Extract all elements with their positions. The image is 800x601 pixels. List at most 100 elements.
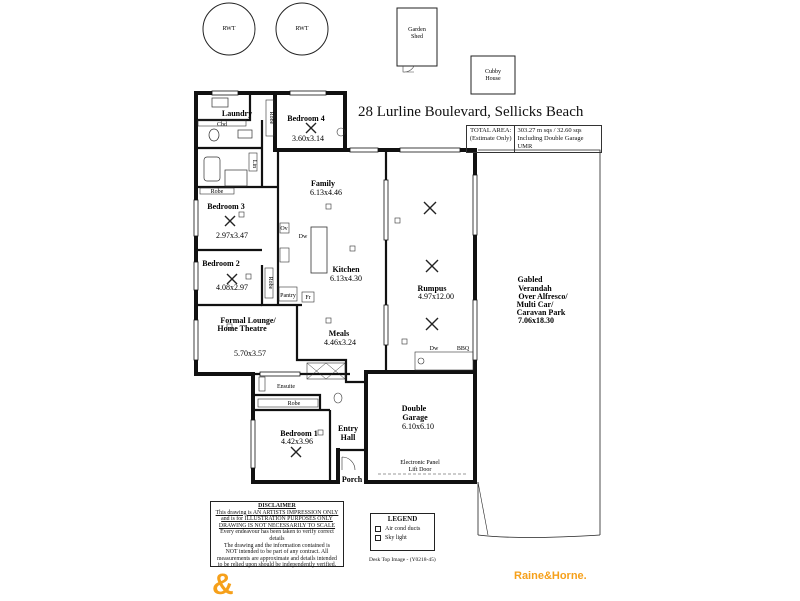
robe-b2-label: Robe (267, 277, 273, 290)
bedroom2-name: Bedroom 2 (202, 259, 239, 268)
family-name: Family (311, 179, 335, 188)
kitchen-name: Kitchen (332, 265, 360, 274)
cubby-label-1: Cubby (485, 69, 501, 75)
garage-name-1: Double (402, 404, 427, 413)
fridge (301, 291, 315, 303)
kitchen-island (310, 226, 328, 274)
garden-shed-label-1: Garden (408, 27, 426, 33)
bedroom1-name: Bedroom 1 (280, 429, 317, 438)
meals-cupboards-cross (306, 362, 346, 380)
garden-shed-label-2: Shed (411, 34, 423, 40)
legend-title: LEGEND (387, 515, 418, 523)
disclaimer-line-8: to be relied upon should be independentl… (217, 562, 337, 569)
disclaimer-line-2: and is for ILLUSTRATION PURPOSES ONLY (221, 516, 333, 523)
fr-label: Fr (305, 295, 310, 301)
vanity (237, 129, 253, 139)
meals-name: Meals (329, 329, 349, 338)
air-cond-ducts (226, 203, 408, 436)
shower (224, 169, 248, 187)
legend-box: LEGEND Air cond ducts Sky light (370, 513, 435, 551)
entry-name-2: Hall (341, 433, 356, 442)
garage-name-2: Garage (402, 413, 428, 422)
verandah-name-2: Verandah (518, 284, 552, 293)
legend-item1-label: Air cond ducts (385, 526, 421, 532)
bathtub (203, 156, 221, 182)
rumpus-name: Rumpus (418, 284, 447, 293)
disclaimer-line-1: This drawing is AN ARTISTS IMPRESSION ON… (215, 509, 339, 516)
raine-horne-logo: Raine&Horne. (514, 570, 587, 582)
toilet (208, 128, 220, 142)
cubby-house (470, 55, 516, 95)
ov-label: Ov (280, 226, 287, 232)
ampersand-logo: & (212, 568, 234, 601)
robe-bedroom4 (265, 99, 275, 137)
electronic-panel-label: Electronic Panel (400, 460, 440, 466)
entry-name-1: Entry (338, 424, 358, 433)
garden-shed (396, 7, 438, 67)
rumpus-size: 4.97x12.00 (418, 292, 454, 301)
total-area-box: TOTAL AREA: (Estimate Only) 303.27 m sqs… (466, 125, 602, 153)
lift-door-label: Lift Door (409, 466, 432, 473)
total-area-value: 303.27 m sqs / 32.60 sqs (517, 127, 582, 134)
oven (279, 222, 290, 234)
lin-label: Lin (251, 160, 257, 168)
disclaimer-line-5: The drawing and the information containe… (224, 542, 330, 549)
desk-top-image-ref: Desk Top Image - (Y0218-45) (369, 557, 436, 563)
air-cond-duct-icon (375, 526, 381, 532)
legend-item-sky-light: Sky light (375, 535, 430, 541)
ceiling-fans (224, 122, 439, 458)
robe-bedroom2 (264, 267, 274, 299)
rwt-label-1: RWT (223, 26, 236, 32)
total-area-value-cell: 303.27 m sqs / 32.60 sqs Including Doubl… (515, 126, 601, 152)
robe-b4-label: Robe (268, 112, 274, 125)
disclaimer-box: DISCLAIMER This drawing is AN ARTISTS IM… (210, 501, 344, 569)
bedroom2-size: 4.08x2.97 (216, 283, 248, 292)
bedroom1-size: 4.42x3.96 (281, 437, 313, 446)
verandah-name-5: Caravan Park (517, 308, 566, 317)
bedroom3-name: Bedroom 3 (207, 202, 244, 211)
bbq-label: BBQ (457, 346, 470, 352)
total-area-label: TOTAL AREA: (470, 127, 512, 134)
verandah-name-4: Multi Car/ (517, 300, 554, 309)
disclaimer-line-7: measurements are approximate and details… (217, 555, 337, 562)
total-area-label-cell: TOTAL AREA: (Estimate Only) (467, 126, 516, 152)
garden-shed-door (402, 65, 415, 73)
cupboard (197, 119, 247, 127)
dw-kitchen-label: Dw (299, 234, 308, 240)
dw-rumpus-label: Dw (430, 346, 439, 352)
disclaimer-line-4: Every endeavour has been taken to verify… (220, 529, 334, 542)
verandah-name-3: Over Alfresco/ (518, 292, 568, 301)
sky-light-icon (375, 535, 381, 541)
bedroom4-name: Bedroom 4 (287, 114, 324, 123)
linen-cupboard (248, 152, 258, 172)
rumpus-bench (414, 351, 474, 371)
family-size: 6.13x4.46 (310, 188, 342, 197)
page-title: 28 Lurline Boulevard, Sellicks Beach (358, 104, 584, 120)
verandah-name-1: Gabled (518, 275, 543, 284)
disclaimer-line-6: NOT intended to be part of any contract.… (225, 549, 329, 556)
verandah-arc (477, 534, 601, 538)
lounge-name-1: Formal Lounge/ (220, 316, 276, 325)
entry-door (341, 456, 356, 471)
legend-item-air-cond: Air cond ducts (375, 526, 430, 532)
laundry-tub (211, 97, 229, 108)
bedroom3-size: 2.97x3.47 (216, 231, 248, 240)
pantry-label: Pantry (280, 293, 296, 299)
robe-b3-label: Robe (211, 189, 224, 195)
laundry-label: Laundry (222, 109, 252, 118)
ensuite-vanity (258, 376, 266, 392)
cooktop (279, 247, 290, 263)
hws-marker (336, 127, 346, 137)
disclaimer-line-3: DRAWING IS NOT NECESSARILY TO SCALE (218, 522, 336, 529)
rumpus-sink (417, 357, 425, 365)
meals-size: 4.46x3.24 (324, 338, 356, 347)
robe-bedroom1 (257, 398, 319, 408)
robe-bedroom3 (199, 187, 235, 195)
rainwater-tank-2 (275, 2, 329, 56)
verandah-opening (477, 481, 489, 536)
robe-b1-label: Robe (288, 401, 301, 407)
windows (193, 90, 478, 469)
cubby-label-2: House (485, 76, 501, 82)
verandah-outline (477, 149, 601, 535)
